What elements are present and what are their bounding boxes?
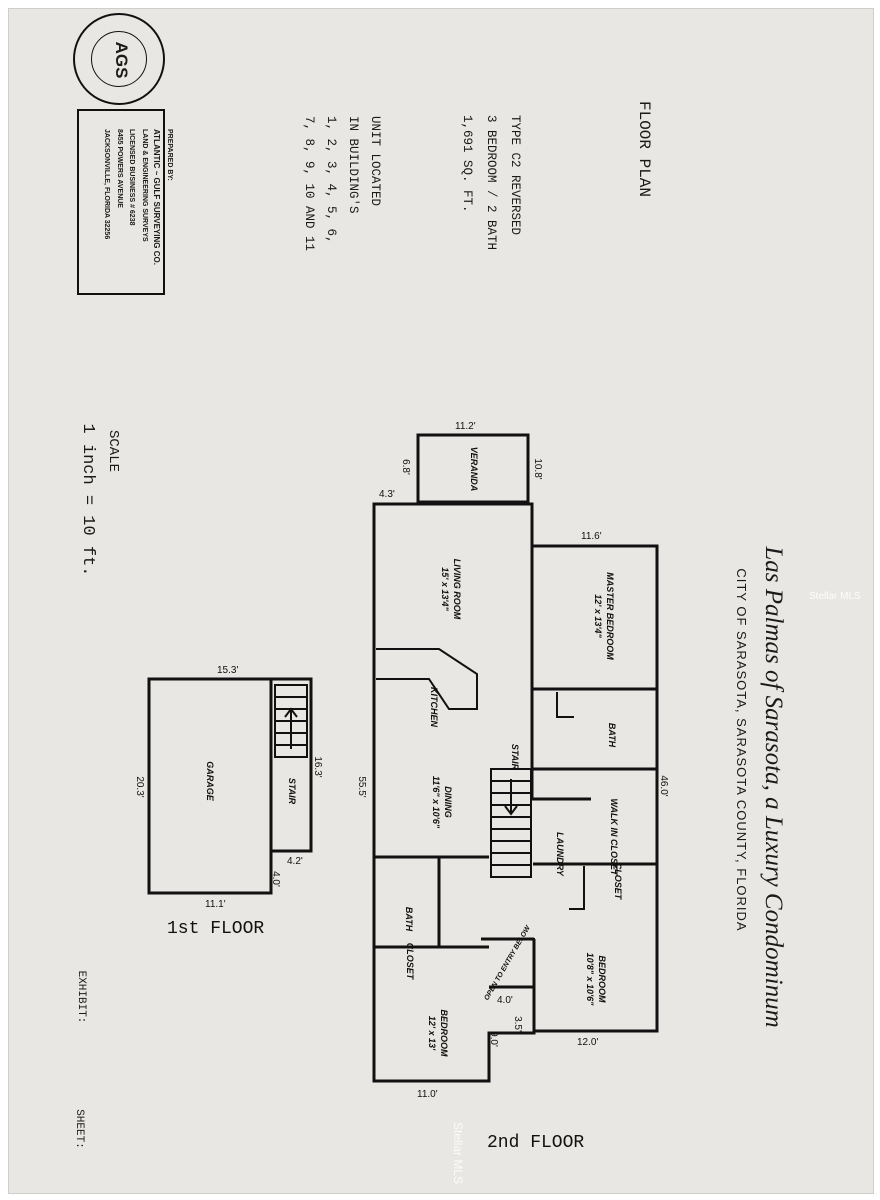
stair-arrow xyxy=(284,707,298,749)
walls-1st-floor xyxy=(147,677,313,895)
room-bedroom-left: BEDROOM xyxy=(439,1010,449,1058)
dim-bedroom-left-w: 11.0' xyxy=(417,1089,438,1100)
watermark-corner: Stellar MLS xyxy=(809,591,861,602)
dim-offset: 4.3' xyxy=(379,489,395,500)
stair-2nd xyxy=(490,768,532,878)
room-dining-size: 11'6" x 10'6" xyxy=(431,776,441,829)
dim-entry-w: 4.0' xyxy=(497,995,513,1006)
stair-1st-floor xyxy=(274,684,308,758)
room-kitchen: KITCHEN xyxy=(429,687,439,727)
room-walk-in-closet: WALK IN CLOSET xyxy=(609,799,619,877)
dim-veranda-d: 10.8' xyxy=(532,458,543,479)
room-bedroom-left-size: 12' x 13' xyxy=(427,1016,437,1051)
preparer-box xyxy=(77,109,165,295)
dim-veranda-w: 11.2' xyxy=(455,421,476,432)
dimensions-1st: 15.3' 20.3' 16.3' 4.2' 4.0' 11.1' xyxy=(134,665,323,910)
room-living: LIVING ROOM xyxy=(452,559,462,620)
room-stair-1st: STAIR xyxy=(287,778,297,805)
kitchen-counter xyxy=(376,648,478,710)
dim-entry-d: 3.5' xyxy=(512,1016,523,1032)
dim-veranda-left: 6.8' xyxy=(400,459,411,475)
floor-plan-sheet: Las Palmas of Sarasota, a Luxury Condomi… xyxy=(8,8,874,1194)
room-open-to-entry: OPEN TO ENTRY BELOW xyxy=(483,924,532,1002)
room-laundry: LAUNDRY xyxy=(555,832,565,877)
master-bath-wall xyxy=(556,692,574,718)
room-bath-master: BATH xyxy=(607,723,617,748)
room-stair: STAIR xyxy=(510,744,520,771)
dim-garage-top: 15.3' xyxy=(217,665,238,676)
room-bedroom-right: BEDROOM xyxy=(597,956,607,1004)
dim-overall-right: 46.0' xyxy=(658,775,669,796)
veranda-wall xyxy=(416,433,530,504)
dim-garage-left: 20.3' xyxy=(134,776,145,797)
dim-garage-notch-w: 4.2' xyxy=(287,856,303,867)
dim-master-w: 11.6' xyxy=(581,531,602,542)
dim-garage-bottom: 11.1' xyxy=(205,899,226,910)
open-to-entry-box xyxy=(481,938,535,988)
floor-plan-drawing: VERANDA LIVING ROOM 15' x 13'4" MASTER B… xyxy=(134,421,669,1100)
room-master-size: 12' x 13'4" xyxy=(593,594,603,638)
stair-arrow xyxy=(504,779,518,816)
dim-garage-right: 16.3' xyxy=(312,756,323,777)
room-bedroom-right-size: 10'8" x 10'6" xyxy=(585,953,595,1007)
room-dining: DINING xyxy=(443,786,453,818)
room-bath-left: BATH xyxy=(404,907,414,932)
dim-bedroom-right-w: 12.0' xyxy=(577,1037,598,1048)
dim-overall-left: 55.5' xyxy=(356,776,367,797)
fixtures-2nd-floor xyxy=(376,648,585,988)
caption-2nd-floor: 2nd FLOOR xyxy=(487,1133,585,1153)
surveyor-seal: AGS xyxy=(73,13,165,105)
room-closet-left: CLOSET xyxy=(405,943,415,981)
room-labels-1st: GARAGE STAIR xyxy=(205,761,297,804)
room-living-size: 15' x 13'4" xyxy=(440,567,450,611)
dimensions-2nd: 11.2' 10.8' 6.8' 4.3' 11.6' 46.0' 55.5' … xyxy=(356,421,669,1100)
room-closet-right: CLOSET xyxy=(613,863,623,901)
caption-1st-floor: 1st FLOOR xyxy=(167,919,265,939)
closet-wall xyxy=(569,866,585,910)
room-master-bedroom: MASTER BEDROOM xyxy=(605,572,615,660)
room-garage: GARAGE xyxy=(205,761,215,801)
dim-garage-notch-h: 4.0' xyxy=(270,871,281,887)
surveyor-seal-inner xyxy=(91,31,147,87)
dim-notch-d: 9.0' xyxy=(488,1031,499,1047)
room-labels-2nd: VERANDA LIVING ROOM 15' x 13'4" MASTER B… xyxy=(404,447,623,1057)
room-veranda: VERANDA xyxy=(469,447,479,492)
